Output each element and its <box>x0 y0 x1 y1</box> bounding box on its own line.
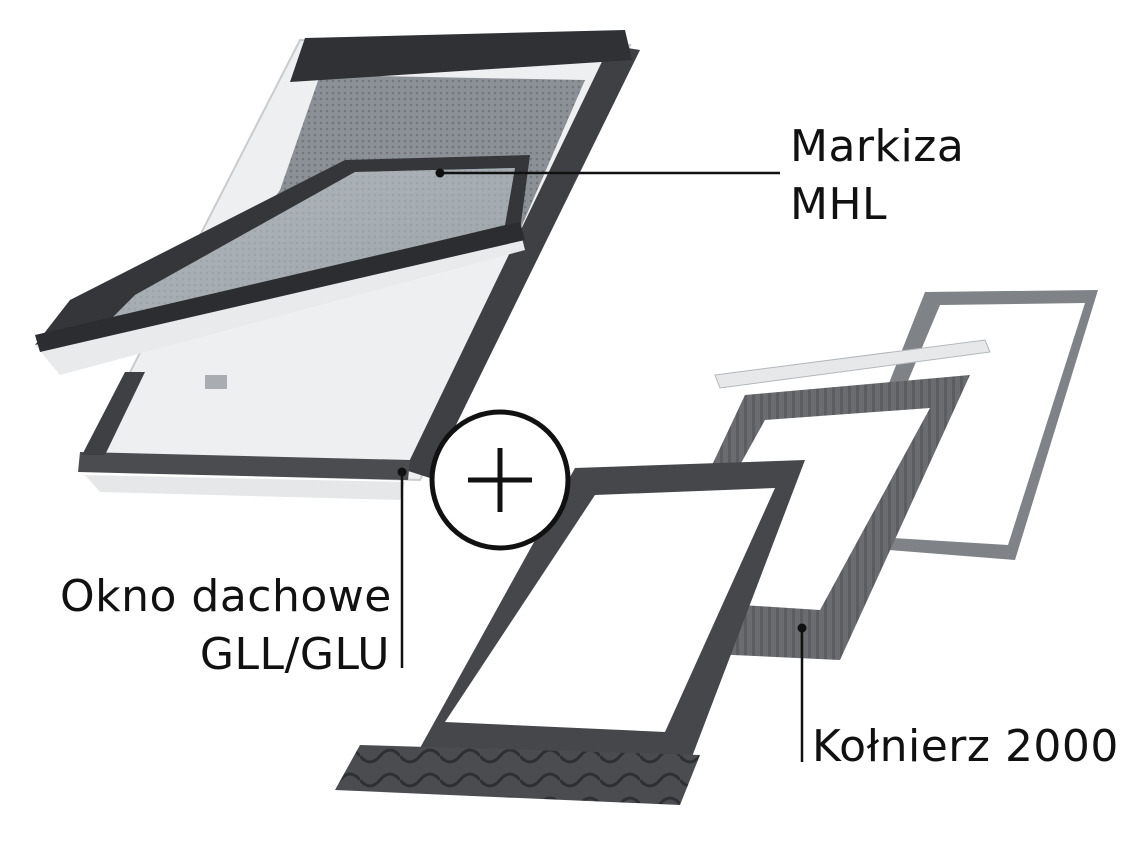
label-markiza: Markiza MHL <box>790 118 964 234</box>
callout-okno-dot <box>397 467 407 477</box>
window-frame-bottom <box>78 452 410 480</box>
label-okno-dachowe: Okno dachowe GLL/GLU <box>60 568 392 684</box>
label-okno-line2: GLL/GLU <box>199 629 390 680</box>
callout-kolnierz-dot <box>797 623 807 633</box>
flashing-top-bar <box>714 339 991 389</box>
window-frame-bottom-white <box>85 475 405 500</box>
label-kolnierz-line1: Kołnierz 2000 <box>812 721 1119 772</box>
label-markiza-line2: MHL <box>790 179 888 230</box>
plus-circle-icon <box>429 409 571 551</box>
window-sash-mesh <box>110 168 515 320</box>
window-frame-side <box>405 45 640 478</box>
label-markiza-line1: Markiza <box>790 121 965 172</box>
label-okno-line1: Okno dachowe <box>60 571 392 622</box>
awning-top-box <box>290 30 632 82</box>
callout-lines <box>397 168 807 762</box>
window-frame-left <box>82 372 145 455</box>
window-sash-bottom-bar <box>35 222 525 352</box>
window-handle <box>205 375 227 389</box>
callout-markiza-dot <box>435 168 445 178</box>
flashing-tile-skirt <box>335 745 700 805</box>
label-kolnierz: Kołnierz 2000 <box>812 718 1119 776</box>
roof-window-illustration <box>35 30 640 500</box>
flashing-illustration <box>335 290 1098 805</box>
flashing-front-opening <box>445 488 775 732</box>
